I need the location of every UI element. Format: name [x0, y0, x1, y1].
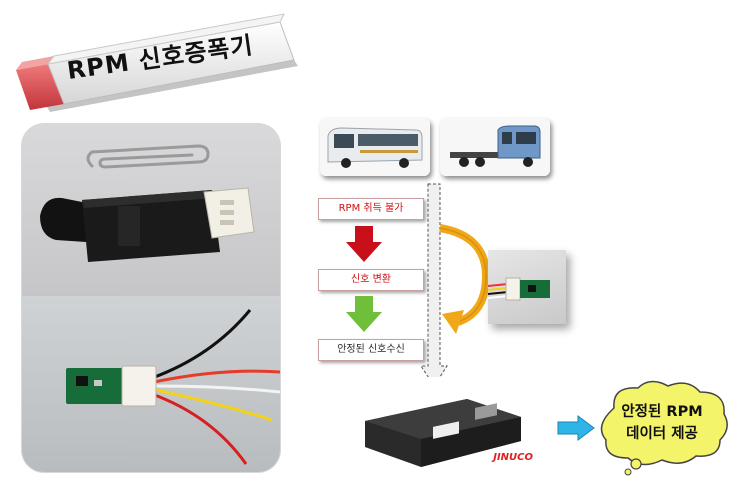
title-banner: RPM 신호증폭기: [8, 8, 308, 118]
flow-step-stable-signal: 안정된 신호수신: [318, 339, 424, 361]
red-down-arrow-icon: [346, 226, 382, 262]
controller-brand-label: JINUCO: [493, 452, 533, 463]
right-arrow-icon: [557, 415, 595, 441]
product-photo-panel: [22, 124, 280, 472]
dashed-down-arrow-icon: [420, 183, 448, 387]
signal-module-photo: [488, 250, 566, 324]
amplifier-board-photo: [22, 296, 280, 472]
green-down-arrow-icon: [346, 296, 382, 332]
cloud-bubble-shape: [600, 380, 728, 476]
flow-step-rpm-unavailable: RPM 취득 불가: [318, 198, 424, 220]
curved-arrow-icon: [439, 224, 491, 334]
callout-line-2: 데이터 제공: [626, 426, 698, 442]
callout-bubble: 안정된 RPM 데이터 제공: [592, 378, 732, 476]
callout-line-1: 안정된 RPM: [621, 404, 703, 420]
bus-photo: [320, 118, 430, 176]
truck-photo: [440, 118, 550, 176]
flow-step-signal-convert: 신호 변환: [318, 269, 424, 291]
controller-photo: JINUCO: [357, 377, 539, 473]
eraser-shape: [16, 13, 298, 112]
amplifier-photo: [22, 124, 280, 296]
